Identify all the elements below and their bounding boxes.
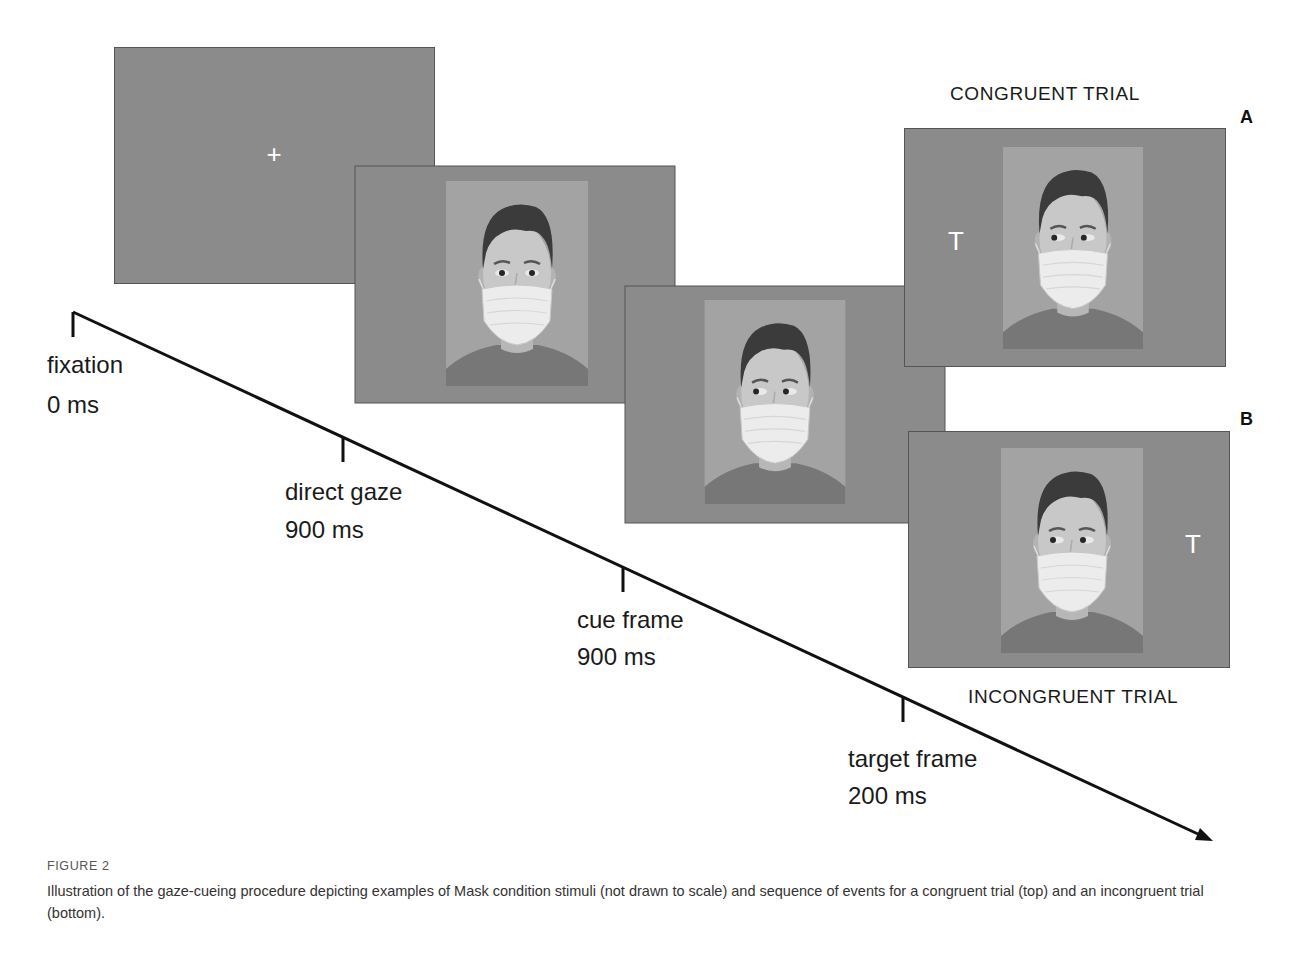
figure-caption: Illustration of the gaze-cueing procedur… [47,880,1237,924]
panel-letter: A [1240,107,1253,128]
label-anchor: A [1240,107,1253,128]
cue-frame [625,286,945,523]
figure-number: FIGURE 2 [47,859,109,873]
label-anchor: FIGURE 2 [47,859,109,873]
face-averted-gaze [704,300,845,504]
stimulus-symbol: + [266,140,281,169]
face-averted-gaze [1003,147,1143,349]
stimulus-symbol: T [1185,530,1201,559]
stimulus-symbol: T [948,227,964,256]
label-anchor: B [1240,409,1253,430]
label-anchor: fixation [47,351,123,379]
event-name: cue frame [577,606,684,634]
label-anchor: 900 ms [577,643,656,671]
caption-anchor: Illustration of the gaze-cueing procedur… [47,880,1237,924]
label-anchor: direct gaze [285,478,402,506]
event-time: 900 ms [285,516,364,544]
label-anchor: 0 ms [47,391,99,419]
trial-heading: INCONGRUENT TRIAL [968,686,1178,708]
timeline-arrowhead [1195,828,1213,841]
face-averted-gaze [1001,448,1143,653]
event-time: 900 ms [577,643,656,671]
label-anchor: INCONGRUENT TRIAL [968,686,1178,708]
event-name: target frame [848,745,977,773]
label-anchor: target frame [848,745,977,773]
label-anchor: 900 ms [285,516,364,544]
timeline-axis [73,312,1198,834]
event-time: 0 ms [47,391,99,419]
face-direct-gaze [446,181,588,386]
timeline-tick [73,312,903,722]
trial-heading: CONGRUENT TRIAL [950,83,1140,105]
label-anchor: 200 ms [848,782,927,810]
event-time: 200 ms [848,782,927,810]
label-anchor: CONGRUENT TRIAL [950,83,1140,105]
event-name: fixation [47,351,123,379]
label-anchor: cue frame [577,606,684,634]
event-name: direct gaze [285,478,402,506]
panel-letter: B [1240,409,1253,430]
